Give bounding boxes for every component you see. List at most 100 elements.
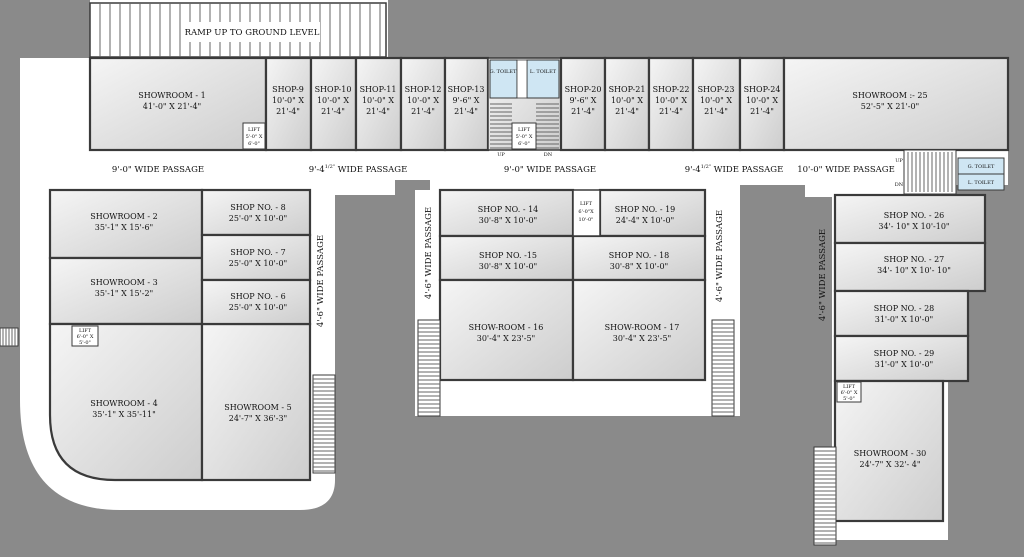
shop-27[interactable]: [833, 241, 987, 293]
shop-11-label-1: SHOP-11: [360, 85, 397, 94]
showroom-1-label-1: SHOWROOM - 1: [138, 91, 205, 100]
svg-text:6'-0" X: 6'-0" X: [77, 334, 94, 340]
shop-28-label-2: 31'-0" X 10'-0": [875, 315, 933, 324]
shop-7-label-2: 25'-0" X 10'-0": [229, 259, 287, 268]
lift-left[interactable]: LIFT 6'-0" X 5'-0": [71, 325, 99, 347]
svg-text:LIFT: LIFT: [248, 127, 261, 133]
shop-19-label-1: SHOP NO. - 19: [615, 205, 676, 214]
showroom-30[interactable]: [833, 379, 945, 523]
svg-text:5'-0": 5'-0": [79, 340, 91, 346]
shop-8[interactable]: [200, 188, 312, 237]
shop-7-label-1: SHOP NO. - 7: [230, 248, 285, 257]
shop-21[interactable]: [603, 56, 651, 152]
shop-18-label-1: SHOP NO. - 18: [609, 251, 670, 260]
l-toilet-top: L. TOILET: [530, 69, 557, 75]
stair-dn-right: DN: [895, 182, 904, 188]
external-stair[interactable]: [312, 374, 336, 474]
passage-5: 10'-0" WIDE PASSAGE: [797, 165, 895, 175]
ramp: RAMP UP TO GROUND LEVEL: [89, 2, 387, 58]
shop-13-label-1: SHOP-13: [448, 85, 485, 94]
room-labels: SHOWROOM - 141'-0" X 21'-4"SHOP-910'-0" …: [90, 85, 951, 469]
shop-13[interactable]: [443, 56, 490, 152]
external-stairs: [0, 319, 837, 546]
shop-9-label-2: 10'-0" X: [272, 96, 304, 105]
shop-24-label-2: 10'-0" X: [746, 96, 778, 105]
showroom-17[interactable]: [571, 278, 707, 382]
shop-11-label-3: 21'-4": [366, 107, 390, 116]
shop-22-label-1: SHOP-22: [653, 85, 690, 94]
shop-8-label-2: 25'-0" X 10'-0": [229, 214, 287, 223]
lift-right[interactable]: LIFT 6'-0" X 5'-0": [836, 381, 862, 403]
shop-20[interactable]: [559, 56, 607, 152]
shop-22-label-3: 21'-4": [659, 107, 683, 116]
showroom-16-label-2: 30'-4" X 23'-5": [477, 334, 535, 343]
lift-center[interactable]: LIFT 6'-0"X 10'-0": [572, 189, 601, 237]
shop-11[interactable]: [354, 56, 403, 152]
shop-22-label-2: 10'-0" X: [655, 96, 687, 105]
shop-12-label-2: 10'-0" X: [407, 96, 439, 105]
showroom-3-label-2: 35'-1" X 15'-2": [95, 289, 153, 298]
shop-7[interactable]: [200, 233, 312, 282]
shop-15[interactable]: [438, 234, 575, 282]
shop-6-label-1: SHOP NO. - 6: [230, 292, 285, 301]
showroom-25-label-2: 52'-5" X 21'-0": [861, 102, 919, 111]
shop-14-label-2: 30'-8" X 10'-0": [479, 216, 537, 225]
showroom-30-label-1: SHOWROOM - 30: [854, 449, 927, 458]
shop-26-label-2: 34'- 10" X 10'-10": [878, 222, 949, 231]
shop-28[interactable]: [833, 289, 970, 338]
svg-text:5'-0": 5'-0": [843, 396, 855, 402]
g-toilet-top: G. TOILET: [490, 69, 517, 75]
lift-top-center[interactable]: LIFT 5'-0" X 6'-0": [511, 122, 537, 150]
showroom-3[interactable]: [48, 256, 204, 326]
shop-29-label-2: 31'-0" X 10'-0": [875, 360, 933, 369]
shop-19-label-2: 24'-4" X 10'-0": [616, 216, 674, 225]
showroom-17-label-2: 30'-4" X 23'-5": [613, 334, 671, 343]
showroom-5[interactable]: [200, 322, 312, 482]
shop-21-label-2: 10'-0" X: [611, 96, 643, 105]
showroom-16[interactable]: [438, 278, 575, 382]
shop-23-label-1: SHOP-23: [698, 85, 735, 94]
stair-up-top: UP: [497, 152, 505, 158]
showroom-2-label-2: 35'-1" X 15'-6": [95, 223, 153, 232]
showroom-17-label-1: SHOW-ROOM - 17: [605, 323, 680, 332]
shop-15-label-1: SHOP NO. -15: [479, 251, 537, 260]
shop-6[interactable]: [200, 278, 312, 326]
stair-dn-top: DN: [544, 152, 553, 158]
passage-v4: 4'-6" WIDE PASSAGE: [818, 229, 828, 321]
shop-14[interactable]: [438, 188, 575, 238]
svg-text:LIFT: LIFT: [79, 328, 92, 334]
showroom-25[interactable]: [782, 56, 1010, 152]
showroom-30-label-2: 24'-7" X 32'- 4": [859, 460, 920, 469]
shop-29[interactable]: [833, 334, 970, 383]
svg-text:LIFT: LIFT: [518, 127, 531, 133]
showroom-4[interactable]: [48, 322, 204, 482]
shop-13-label-3: 21'-4": [454, 107, 478, 116]
shop-6-label-2: 25'-0" X 10'-0": [229, 303, 287, 312]
svg-text:6'-0" X: 6'-0" X: [841, 390, 858, 396]
passage-v2: 4'-6" WIDE PASSAGE: [424, 207, 434, 299]
showroom-2[interactable]: [48, 188, 204, 260]
showroom-3-label-1: SHOWROOM - 3: [90, 278, 157, 287]
lift-top-left[interactable]: LIFT 5'-0" X 6'-0": [242, 122, 266, 150]
shop-27-label-2: 34'- 10" X 10'- 10": [877, 266, 951, 275]
shop-9-label-3: 21'-4": [276, 107, 300, 116]
shop-22[interactable]: [647, 56, 695, 152]
ramp-label: RAMP UP TO GROUND LEVEL: [185, 28, 320, 38]
shop-23-label-3: 21'-4": [704, 107, 728, 116]
shop-26-label-1: SHOP NO. - 26: [884, 211, 945, 220]
shop-18-label-2: 30'-8" X 10'-0": [610, 262, 668, 271]
shop-21-label-3: 21'-4": [615, 107, 639, 116]
passage-2: 9'-41/2" WIDE PASSAGE: [309, 164, 408, 175]
stair-up-right: UP: [895, 158, 903, 164]
showroom-4-label-1: SHOWROOM - 4: [90, 399, 157, 408]
svg-text:6'-0": 6'-0": [518, 141, 530, 147]
shop-9[interactable]: [264, 56, 313, 152]
shop-26[interactable]: [833, 193, 987, 245]
external-stair[interactable]: [813, 446, 837, 546]
shop-23[interactable]: [691, 56, 742, 152]
shop-12-label-1: SHOP-12: [405, 85, 442, 94]
passage-4: 9'-41/2" WIDE PASSAGE: [685, 164, 784, 175]
shop-10[interactable]: [309, 56, 358, 152]
shop-15-label-2: 30'-8" X 10'-0": [479, 262, 537, 271]
